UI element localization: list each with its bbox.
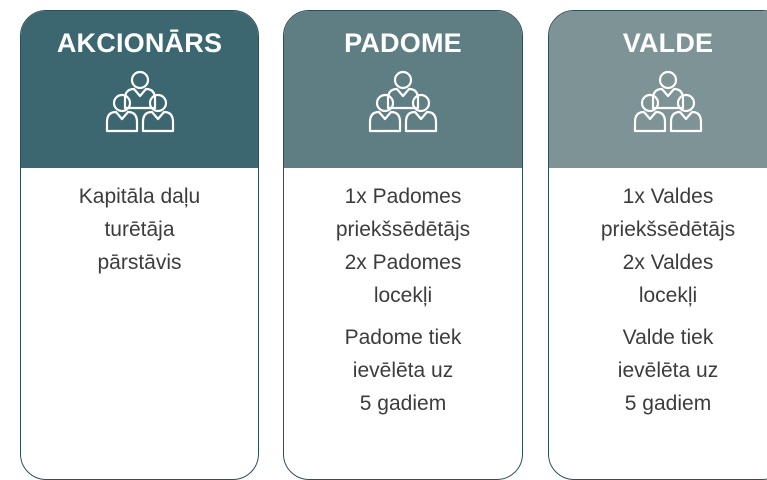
card-text-block: 1x Padomes priekšsēdētājs 2x Padomes loc… [284,180,522,312]
card-title: PADOME [344,28,462,58]
text-line: Valde tiek [622,326,714,349]
card-header: AKCIONĀRS [21,11,258,168]
text-line: turētāja [104,218,175,241]
card-akcionars: AKCIONĀRS Kapitāla daļu turētāja pārstāv… [20,10,259,480]
text-line: 1x Valdes [622,185,714,208]
text-line: 5 gadiem [359,392,447,415]
card-valde: VALDE 1x Valdes priekšsēdētājs 2x Valdes… [548,10,767,480]
card-header: VALDE [549,11,767,168]
text-line: Padome tiek [344,326,462,349]
card-title: AKCIONĀRS [56,28,223,58]
text-line: pārstāvis [97,251,182,274]
text-line: priekšsēdētājs [600,218,736,241]
people-group-icon [368,70,438,133]
text-line: ievēlēta uz [352,359,454,382]
card-body: 1x Valdes priekšsēdētājs 2x Valdes locek… [549,168,767,420]
text-line: 2x Padomes [344,251,462,274]
card-text-block: Kapitāla daļu turētāja pārstāvis [21,180,258,279]
text-line: priekšsēdētājs [335,218,471,241]
people-group-icon [633,70,703,133]
card-header: PADOME [284,11,522,168]
text-line: Kapitāla daļu [78,185,201,208]
card-text-block: Valde tiek ievēlēta uz 5 gadiem [549,321,767,420]
card-title: VALDE [622,28,714,58]
text-line: 2x Valdes [622,251,714,274]
people-group-icon [105,70,174,133]
text-line: 1x Padomes [344,185,462,208]
card-body: 1x Padomes priekšsēdētājs 2x Padomes loc… [284,168,522,420]
card-padome: PADOME 1x Padomes priekšsēdētājs 2x Pado… [283,10,523,480]
text-line: locekļi [373,284,433,307]
card-text-block: Padome tiek ievēlēta uz 5 gadiem [284,321,522,420]
text-line: 5 gadiem [624,392,712,415]
text-line: ievēlēta uz [617,359,719,382]
text-line: locekļi [638,284,698,307]
card-body: Kapitāla daļu turētāja pārstāvis [21,168,258,279]
card-text-block: 1x Valdes priekšsēdētājs 2x Valdes locek… [549,180,767,312]
